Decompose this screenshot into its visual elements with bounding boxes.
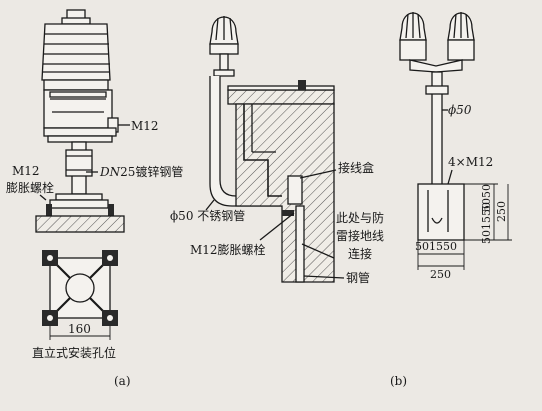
label-dim-250-h: 250	[430, 268, 451, 281]
label-m12-expansion-bolt: M12膨胀螺栓	[190, 242, 266, 257]
lamp-a-lens	[41, 23, 111, 81]
label-dim-side-2: 501550	[480, 202, 493, 244]
label-junction-box: 接线盒	[338, 160, 374, 175]
label-dim-250-v: 250	[495, 201, 508, 222]
label-pipe-dn25-prefix: DN	[99, 165, 121, 179]
caption-a: (a)	[114, 374, 131, 388]
label-m12: M12	[131, 119, 159, 133]
label-phi50: ϕ50	[448, 103, 472, 117]
base-plate	[417, 183, 465, 241]
label-dim-bottom: 501550	[415, 240, 457, 253]
steel-pipe	[295, 205, 305, 283]
mount-caption: 直立式安装孔位	[32, 345, 116, 360]
label-pipe-phi50-ss: ϕ50 不锈钢管	[170, 208, 245, 223]
label-lightning-1: 此处与防	[336, 210, 384, 225]
lamp-c	[399, 12, 512, 270]
label-lightning-3: 连接	[348, 246, 372, 261]
label-lightning-2: 雷接地线	[336, 228, 384, 243]
lamp-a	[35, 9, 130, 233]
label-m12-bolt-1: M12	[12, 164, 40, 178]
wall-section	[235, 103, 335, 283]
slab-a	[35, 215, 125, 233]
label-dim-160: 160	[68, 322, 91, 336]
label-pipe-dn25: DN25镀锌钢管	[99, 164, 183, 179]
label-m12-bolt-2: 膨胀螺栓	[6, 180, 54, 195]
label-steel-pipe: 钢管	[346, 270, 370, 285]
lamp-b	[205, 16, 345, 283]
label-4xm12: 4×M12	[448, 155, 493, 169]
junction-box	[287, 175, 303, 205]
label-dim-side-1: 5050	[480, 184, 493, 212]
caption-b: (b)	[390, 374, 407, 388]
label-pipe-dn25-rest: 25镀锌钢管	[120, 164, 183, 179]
mount-pattern	[42, 250, 118, 340]
